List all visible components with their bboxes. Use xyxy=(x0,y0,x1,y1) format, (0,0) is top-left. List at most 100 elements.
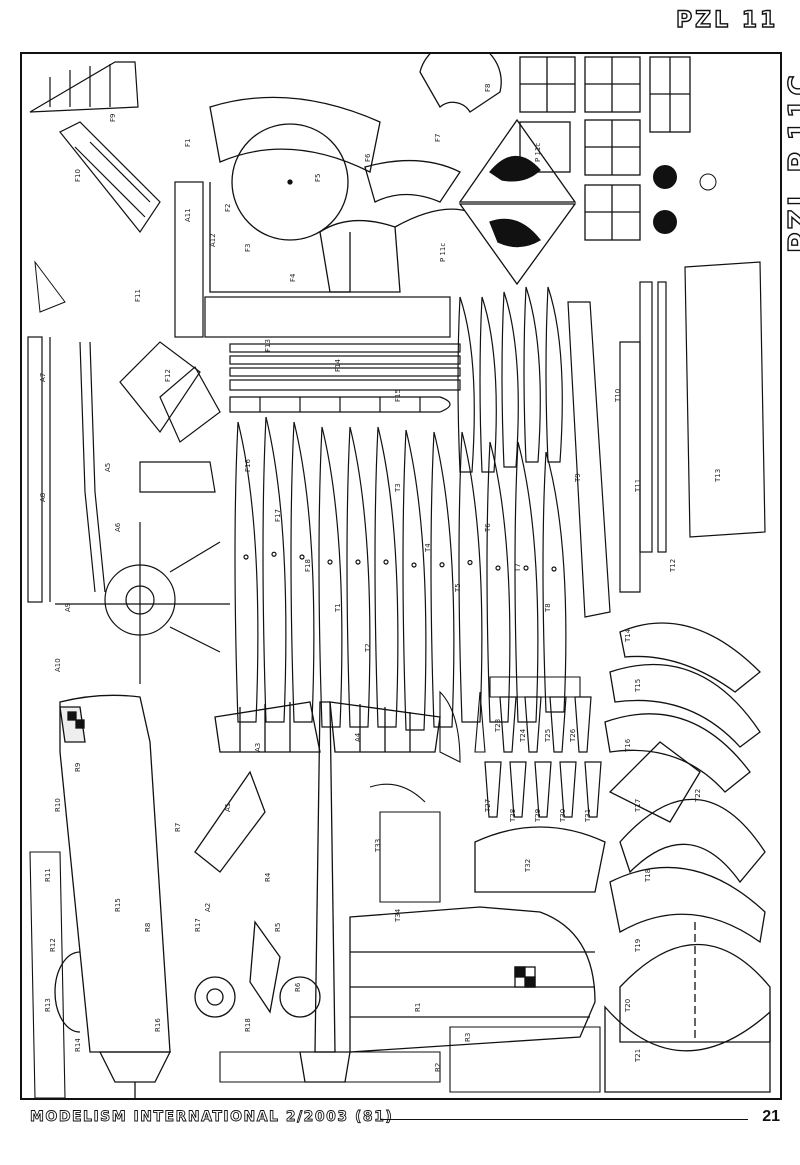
part-label: R17 xyxy=(194,918,202,932)
part-label: F15 xyxy=(394,389,402,402)
part-label: T20 xyxy=(624,999,632,1013)
stabilizer-rib xyxy=(499,696,517,753)
part-label: A8 xyxy=(39,493,47,502)
aircraft-side-view xyxy=(54,694,236,1098)
part-label: T8 xyxy=(544,603,552,613)
part-label: A1 xyxy=(224,803,232,812)
page-header-title: PZL 11 xyxy=(675,7,779,33)
part-label: R18 xyxy=(244,1018,252,1032)
rib-hole xyxy=(383,559,389,565)
wing-rib xyxy=(430,431,455,728)
part-label: F5 xyxy=(314,174,322,182)
part-label: T24 xyxy=(519,728,527,743)
stabilizer-rib xyxy=(524,696,542,753)
part-label: R4 xyxy=(264,872,272,882)
part-label: R10 xyxy=(54,798,62,812)
part-label: T32 xyxy=(524,859,532,873)
rudder-part xyxy=(29,61,139,113)
part-label: F6 xyxy=(364,153,372,162)
part-label: T16 xyxy=(624,738,632,753)
wing-rib xyxy=(486,441,511,723)
part-label: R5 xyxy=(274,923,282,932)
part-label: T4 xyxy=(424,543,432,553)
part-label: T17 xyxy=(634,799,642,813)
rib-hole xyxy=(551,566,557,572)
part-label: T27 xyxy=(484,799,492,813)
part-label: F8 xyxy=(484,84,492,92)
wing-strut-part xyxy=(59,121,161,234)
rib-hole xyxy=(299,554,305,560)
part-label: R13 xyxy=(44,998,52,1012)
wing-panel xyxy=(349,906,596,1053)
wing-rib xyxy=(514,441,539,723)
rib-hole xyxy=(327,559,333,565)
part-label: T26 xyxy=(569,728,577,743)
part-label: F10 xyxy=(74,169,82,182)
wing-rib xyxy=(234,421,259,723)
wing-rib xyxy=(542,451,567,713)
part-label: T18 xyxy=(644,869,652,883)
rib-hole xyxy=(495,565,501,571)
part-label: R9 xyxy=(74,763,82,772)
part-label: F14 xyxy=(334,359,342,372)
squadron-insignia xyxy=(458,118,577,286)
part-label: A5 xyxy=(104,463,112,472)
tail-rib xyxy=(457,296,475,473)
part-label: A4 xyxy=(354,732,362,742)
part-label: T31 xyxy=(584,809,592,823)
rib-hole xyxy=(523,565,529,571)
part-label: F4 xyxy=(289,273,297,282)
fuselage-former-large xyxy=(209,52,502,293)
tail-rib xyxy=(479,296,497,473)
part-label: R3 xyxy=(464,1033,472,1042)
part-label: T2 xyxy=(364,643,372,653)
small-parts xyxy=(29,676,601,1099)
stabilizer-rib xyxy=(549,696,567,753)
part-label: A11 xyxy=(184,208,192,222)
rib-hole xyxy=(439,562,445,568)
wing-spar-strips xyxy=(27,181,461,603)
rib-hole xyxy=(467,559,473,566)
part-label: T7 xyxy=(514,563,522,573)
emblem-icons xyxy=(653,165,717,234)
insignia-label-2: P 11c xyxy=(439,243,447,262)
part-label: A10 xyxy=(54,658,62,672)
stabilizer-rib xyxy=(584,761,602,818)
part-label: T1 xyxy=(334,603,342,613)
part-label: F13 xyxy=(264,339,272,352)
model-cut-sheet: P 11c P 11c xyxy=(20,52,782,1100)
part-labels: F1F2F3F4F5F6F7F8F9F10F11F12F13F14F15F16F… xyxy=(39,84,722,1072)
sheet-vertical-title: PZL P.11C xyxy=(781,71,800,253)
part-label: T28 xyxy=(509,809,517,823)
wing-rib xyxy=(374,426,399,728)
part-label: T5 xyxy=(454,583,462,593)
sheet-border xyxy=(20,52,782,1100)
wing-rib xyxy=(262,416,287,723)
part-label: R14 xyxy=(74,1038,82,1052)
part-label: T6 xyxy=(484,523,492,533)
stabilizer-rib xyxy=(534,761,552,818)
part-label: F3 xyxy=(244,244,252,252)
part-label: F2 xyxy=(224,204,232,212)
wing-rib xyxy=(290,421,315,723)
part-label: A2 xyxy=(204,903,212,912)
part-label: T22 xyxy=(694,789,702,803)
part-label: R6 xyxy=(294,982,302,992)
part-label: F17 xyxy=(274,509,282,522)
part-label: T25 xyxy=(544,729,552,743)
part-label: A6 xyxy=(114,522,122,532)
part-label: T12 xyxy=(669,559,677,573)
part-label: A7 xyxy=(39,373,47,382)
part-label: T30 xyxy=(559,809,567,823)
part-label: T19 xyxy=(634,939,642,953)
windshield-parts xyxy=(119,341,221,443)
part-label: T33 xyxy=(374,839,382,853)
part-label: T10 xyxy=(614,389,622,403)
wing-rib xyxy=(402,429,427,731)
part-label: F7 xyxy=(434,134,442,142)
cowling-formers xyxy=(474,622,771,1093)
part-label: T29 xyxy=(534,809,542,823)
tail-rib xyxy=(501,291,519,468)
part-label: F16 xyxy=(244,459,252,472)
part-label: F9 xyxy=(109,114,117,122)
